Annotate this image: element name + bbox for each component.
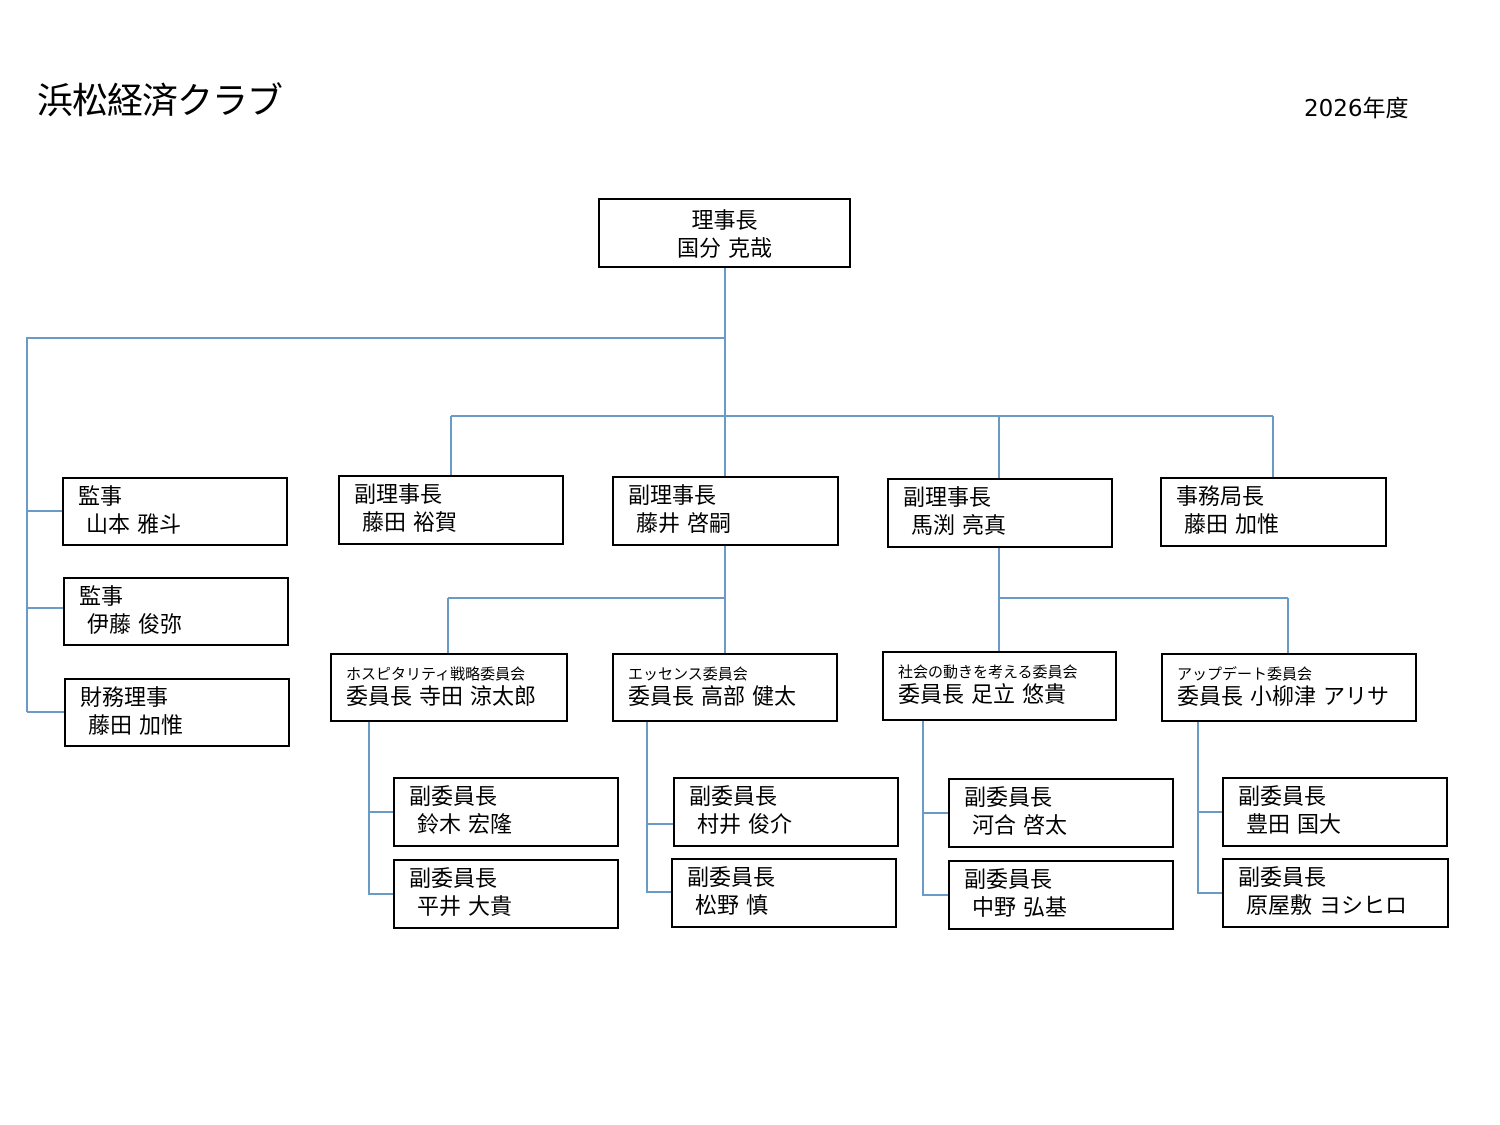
vice-chair-box: 副理事長 馬渕 亮真: [887, 478, 1113, 548]
committee-vice-chair-name: 豊田 国大: [1246, 813, 1341, 838]
committee-name: エッセンス委員会: [628, 665, 748, 683]
finance-director-name: 藤田 加惟: [88, 714, 183, 739]
fiscal-year-label: 2026年度: [1304, 96, 1409, 122]
committee-vice-chair-box: 副委員長 松野 慎: [671, 858, 897, 928]
committee-chair: 委員長 高部 健太: [628, 685, 796, 710]
committee-vice-chair-box: 副委員長 原屋敷 ヨシヒロ: [1222, 858, 1449, 928]
committee-vice-chair-role: 副委員長: [1238, 866, 1327, 891]
connector-committee-1-members: [368, 721, 394, 895]
committee-chair: 委員長 小柳津 アリサ: [1177, 685, 1389, 710]
auditor-role: 監事: [79, 585, 124, 610]
connector-committee-3-members: [922, 720, 949, 896]
committee-vice-chair-name: 河合 啓太: [972, 814, 1067, 839]
committee-vice-chair-role: 副委員長: [687, 866, 776, 891]
chairman-box: 理事長 国分 克哉: [598, 198, 851, 268]
vice-chair-name: 藤田 裕賀: [362, 511, 457, 536]
committee-box: アップデート委員会 委員長 小柳津 アリサ: [1161, 653, 1417, 722]
finance-director-role: 財務理事: [80, 686, 169, 711]
secretary-general-box: 事務局長 藤田 加惟: [1160, 477, 1387, 547]
committee-vice-chair-name: 原屋敷 ヨシヒロ: [1246, 894, 1407, 919]
committee-vice-chair-box: 副委員長 中野 弘基: [948, 860, 1174, 930]
vice-chair-role: 副理事長: [354, 483, 443, 508]
committee-name: ホスピタリティ戦略委員会: [346, 665, 526, 683]
committee-name: 社会の動きを考える委員会: [898, 663, 1078, 681]
committee-vice-chair-name: 松野 慎: [695, 894, 768, 919]
committee-vice-chair-box: 副委員長 鈴木 宏隆: [393, 777, 619, 847]
secretary-general-name: 藤田 加惟: [1184, 513, 1279, 538]
secretary-general-role: 事務局長: [1176, 485, 1265, 510]
auditor-name: 伊藤 俊弥: [87, 613, 182, 638]
connector-committee-4-members: [1197, 721, 1223, 894]
committee-vice-chair-box: 副委員長 豊田 国大: [1222, 777, 1448, 847]
chairman-role: 理事長: [691, 209, 758, 234]
vice-chair-name: 藤井 啓嗣: [636, 512, 731, 537]
committee-box: 社会の動きを考える委員会 委員長 足立 悠貴: [882, 651, 1117, 721]
committee-vice-chair-name: 中野 弘基: [972, 896, 1067, 921]
connector-committee-2-members: [646, 721, 674, 893]
auditor-box: 監事 伊藤 俊弥: [63, 577, 289, 646]
auditor-role: 監事: [78, 485, 123, 510]
vice-chair-role: 副理事長: [903, 486, 992, 511]
committee-vice-chair-role: 副委員長: [1238, 785, 1327, 810]
vice-chair-role: 副理事長: [628, 484, 717, 509]
committee-vice-chair-role: 副委員長: [964, 868, 1053, 893]
committee-box: エッセンス委員会 委員長 高部 健太: [612, 653, 838, 722]
committee-vice-chair-role: 副委員長: [689, 785, 778, 810]
committee-vice-chair-role: 副委員長: [964, 786, 1053, 811]
vice-chair-name: 馬渕 亮真: [911, 514, 1006, 539]
vice-chair-box: 副理事長 藤田 裕賀: [338, 475, 564, 545]
committee-vice-chair-box: 副委員長 平井 大貴: [393, 859, 619, 929]
committee-vice-chair-role: 副委員長: [409, 785, 498, 810]
committee-chair: 委員長 寺田 涼太郎: [346, 685, 536, 710]
vice-chair-box: 副理事長 藤井 啓嗣: [612, 476, 839, 546]
committee-vice-chair-name: 村井 俊介: [697, 813, 792, 838]
finance-director-box: 財務理事 藤田 加惟: [64, 678, 290, 747]
committee-vice-chair-box: 副委員長 村井 俊介: [673, 777, 899, 847]
auditor-name: 山本 雅斗: [86, 513, 181, 538]
committee-name: アップデート委員会: [1177, 665, 1313, 683]
committee-box: ホスピタリティ戦略委員会 委員長 寺田 涼太郎: [330, 653, 568, 722]
committee-chair: 委員長 足立 悠貴: [898, 683, 1066, 708]
page-title: 浜松経済クラブ: [37, 81, 283, 122]
committee-vice-chair-box: 副委員長 河合 啓太: [948, 778, 1174, 848]
auditor-box: 監事 山本 雅斗: [62, 477, 288, 546]
committee-vice-chair-name: 平井 大貴: [417, 895, 512, 920]
committee-vice-chair-name: 鈴木 宏隆: [417, 813, 512, 838]
committee-vice-chair-role: 副委員長: [409, 867, 498, 892]
connector-auditors-branch: [26, 337, 725, 712]
chairman-name: 国分 克哉: [677, 237, 772, 262]
